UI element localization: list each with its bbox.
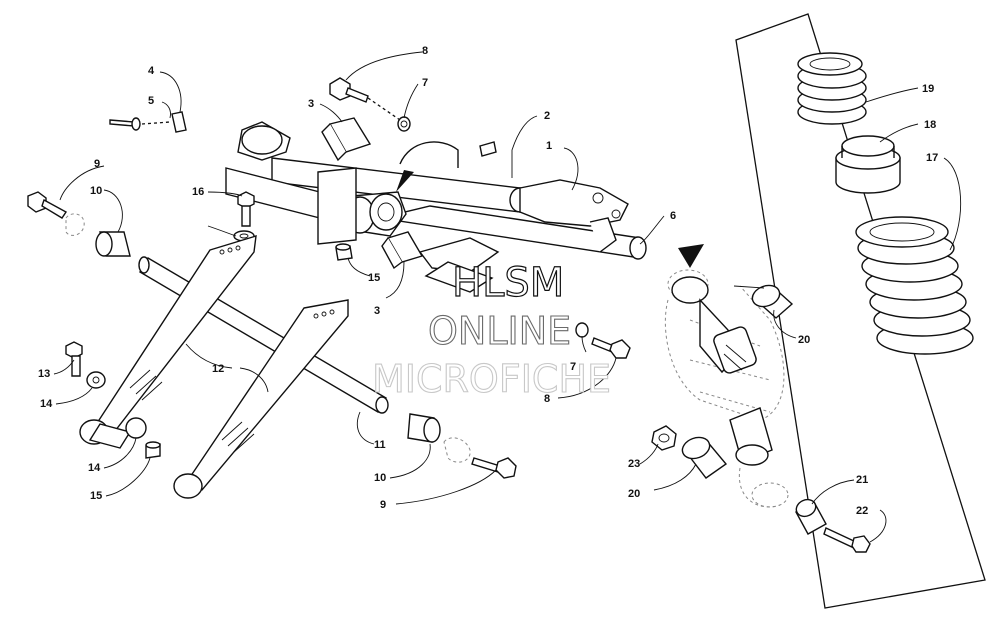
shock-absorber	[664, 269, 789, 508]
callout-12: 12	[212, 363, 224, 375]
bushing-20-lower	[681, 436, 728, 479]
callout-21: 21	[856, 474, 868, 486]
callout-3-lower: 3	[374, 305, 380, 317]
pointer-arrow-upper	[396, 170, 414, 192]
callout-14-lower-b: 14	[88, 462, 101, 474]
bolt-8-lower	[591, 337, 631, 359]
callout-20-upper: 20	[798, 334, 810, 346]
callout-1: 1	[546, 140, 552, 152]
spring-17	[855, 216, 974, 355]
callout-15-lower: 15	[90, 490, 102, 502]
callout-9-right: 9	[380, 499, 386, 511]
callout-8-upper: 8	[422, 45, 428, 57]
callout-10-right: 10	[374, 472, 386, 484]
spring-19	[797, 52, 867, 125]
callout-13: 13	[38, 368, 50, 380]
rivet-5	[109, 117, 171, 131]
bolt-22	[823, 527, 871, 553]
bolt-8-upper	[329, 77, 401, 121]
callout-16: 16	[192, 186, 204, 198]
bushing-10-right	[407, 413, 441, 443]
shock-panel-frame	[735, 13, 986, 609]
callout-10-left: 10	[90, 185, 102, 197]
callout-11: 11	[374, 439, 386, 451]
bumper-3-upper	[321, 117, 372, 162]
callout-22: 22	[856, 505, 868, 517]
bolt-9-left	[27, 191, 85, 236]
bolt-13	[65, 341, 83, 377]
leader-lines	[53, 51, 962, 543]
callout-labels: 1 2 3 3 4 5 6 7 7 8 8 9 9 10 10 11 12 13…	[38, 45, 938, 517]
callout-14-lower-a: 14	[40, 398, 53, 410]
spacer-21	[795, 498, 827, 535]
grease-fitting-2	[479, 141, 497, 157]
callout-18: 18	[924, 119, 936, 131]
bumper-3-lower	[381, 231, 424, 270]
callout-20-lower: 20	[628, 488, 640, 500]
bolt-9-right	[443, 437, 517, 479]
nut-15-lower	[145, 441, 161, 459]
spring-seat-18	[835, 135, 901, 194]
bushing-20-upper	[751, 284, 794, 319]
watermark-line1: HLSM	[452, 260, 564, 306]
cap-4	[171, 111, 187, 133]
callout-6: 6	[670, 210, 676, 222]
watermark: HLSM ONLINE MICROFICHE	[371, 259, 611, 401]
bushing-10-left	[95, 231, 131, 257]
rear-arm-12-front	[79, 235, 257, 449]
nut-23	[651, 425, 677, 451]
nut-15-upper	[335, 243, 353, 261]
washer-7-lower	[575, 322, 589, 338]
callout-17: 17	[926, 152, 938, 164]
pointer-arrow-lower	[678, 244, 704, 268]
watermark-line3: MICROFICHE	[372, 357, 611, 401]
front-arm-bracket	[317, 167, 500, 293]
callout-5: 5	[148, 95, 154, 107]
callout-19: 19	[922, 83, 934, 95]
callout-23: 23	[628, 458, 640, 470]
callout-8-lower: 8	[544, 393, 550, 405]
washer-14-lower-b	[125, 417, 147, 439]
rear-arm-12-rear	[173, 299, 349, 499]
bolt-16	[237, 191, 255, 227]
washer-14-lower-a	[86, 371, 106, 389]
callout-7-upper: 7	[422, 77, 428, 89]
callout-3-upper: 3	[308, 98, 314, 110]
callout-2: 2	[544, 110, 550, 122]
callout-4: 4	[148, 65, 155, 77]
watermark-line2: ONLINE	[428, 309, 571, 353]
callout-15-upper: 15	[368, 272, 380, 284]
callout-9-left: 9	[94, 158, 100, 170]
callout-7-lower: 7	[570, 361, 576, 373]
